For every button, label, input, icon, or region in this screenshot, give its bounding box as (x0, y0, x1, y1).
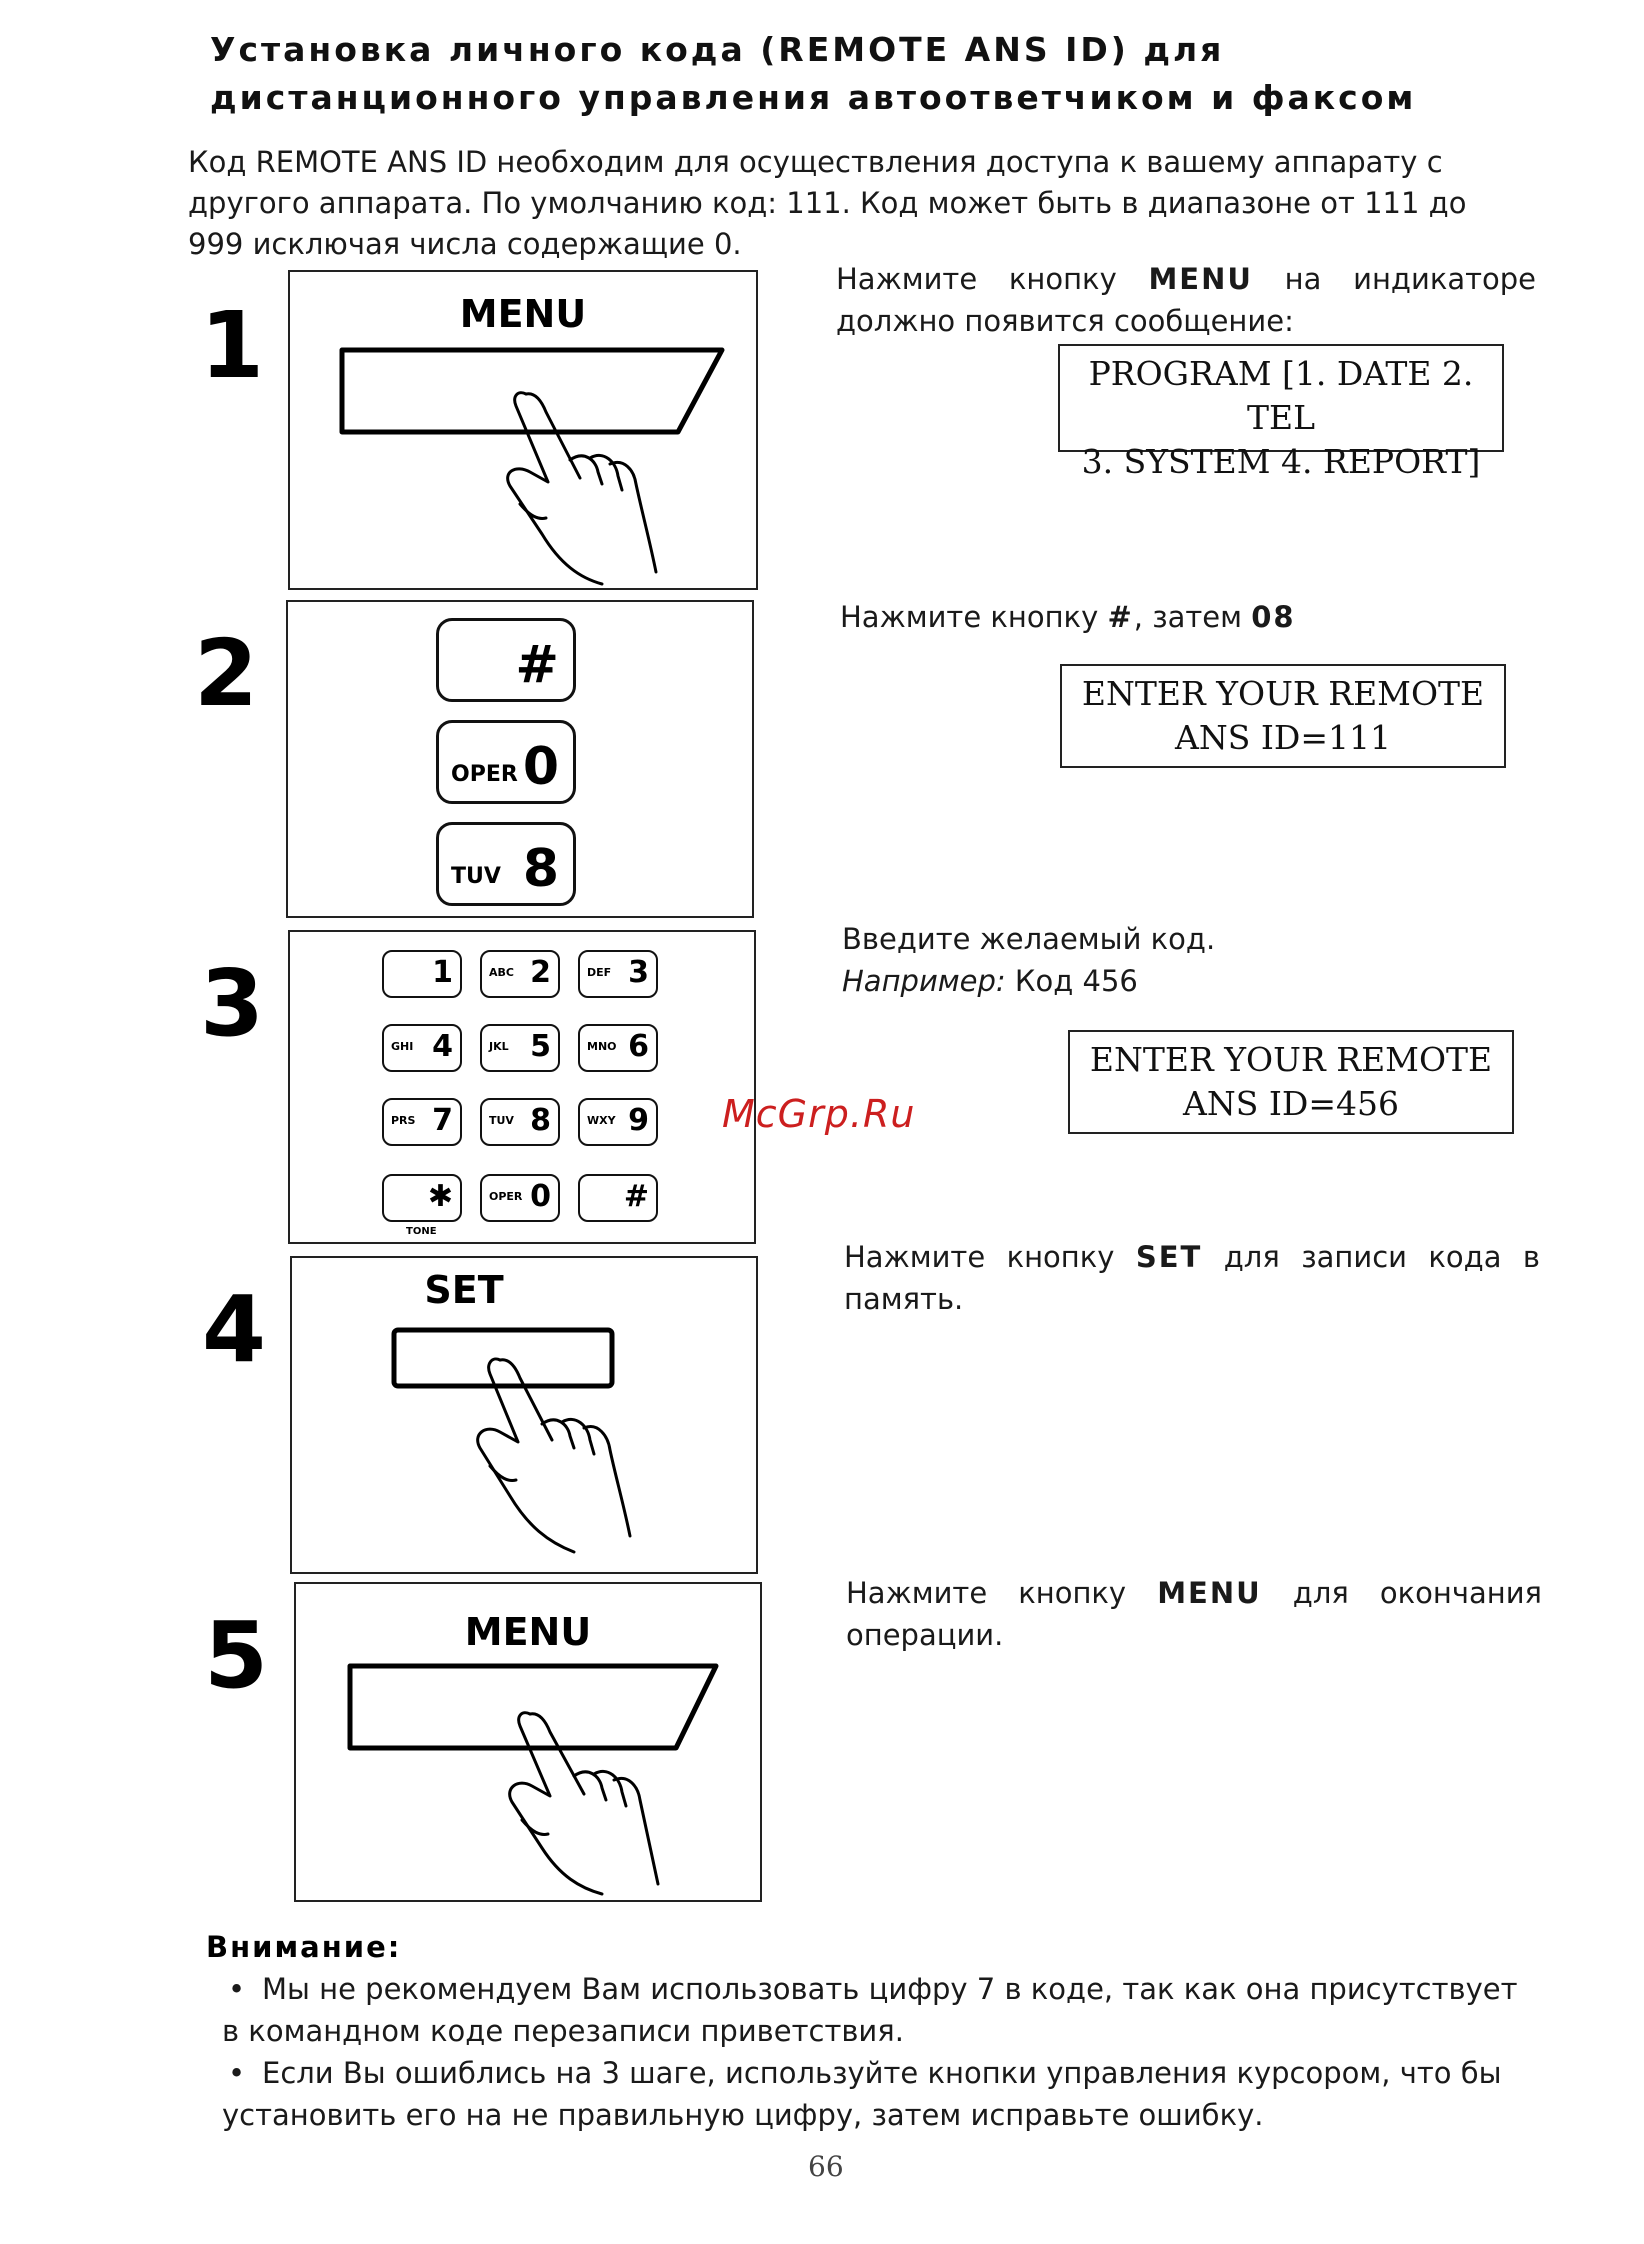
step-5-panel: MENU (294, 1582, 762, 1902)
menu-button-label: MENU (464, 1610, 592, 1654)
title-line-2: дистанционного управления автоответчиком… (210, 78, 1417, 117)
menu-button-press-illustration (347, 1663, 719, 1896)
keypad-key: WXY 9 (578, 1098, 658, 1146)
menu-keyword: MENU (1157, 1576, 1262, 1610)
keypad-key-letters: OPER (489, 1190, 523, 1203)
page-number: 66 (808, 2150, 844, 2183)
keypad-key-digit: 7 (432, 1103, 453, 1138)
display-line-2: 3. SYSTEM 4. REPORT] (1081, 442, 1481, 481)
tuv-8-key-letters: TUV (451, 864, 501, 889)
display-line-2: ANS ID=111 (1175, 718, 1391, 757)
pointing-hand-icon (476, 1357, 632, 1554)
keypad-key-letters: WXY (587, 1114, 616, 1127)
keypad-key-letters: TUV (489, 1114, 514, 1127)
display-line-1: ENTER YOUR REMOTE (1089, 1040, 1493, 1079)
site-watermark: McGrp.Ru (722, 1092, 916, 1136)
step-2-instruction: Нажмите кнопку #, затем 08 (840, 600, 1296, 634)
step-4-panel: SET (290, 1256, 758, 1574)
hash-key: # (436, 618, 576, 702)
hash-keyword: # (1107, 600, 1134, 634)
step-4-instruction: Нажмите кнопку SET для записи кода в пам… (844, 1240, 1540, 1316)
note-item-1: •Мы не рекомендуем Вам использовать цифр… (222, 1968, 1532, 2052)
intro-paragraph: Код REMOTE ANS ID необходим для осуществ… (188, 145, 1467, 261)
display-line-2: ANS ID=456 (1183, 1084, 1399, 1123)
keypad-key-digit: 1 (432, 955, 453, 990)
keypad-key-digit: 3 (628, 955, 649, 990)
page-title: Установка личного кода (REMOTE ANS ID) д… (210, 26, 1510, 122)
title-line-1: Установка личного кода (REMOTE ANS ID) д… (210, 30, 1225, 69)
code-08-keyword: 08 (1251, 600, 1296, 634)
set-keyword: SET (1135, 1240, 1203, 1274)
notes-list: •Мы не рекомендуем Вам использовать цифр… (222, 1968, 1532, 2136)
step-1-panel: MENU (288, 270, 758, 590)
keypad-key: TUV 8 (480, 1098, 560, 1146)
step-5-instruction: Нажмите кнопку MENU для окончания операц… (846, 1576, 1542, 1652)
keypad-key-digit: 4 (432, 1029, 453, 1064)
step-2-display: ENTER YOUR REMOTE ANS ID=111 (1060, 664, 1506, 768)
keypad-key: PRS 7 (382, 1098, 462, 1146)
set-button-press-illustration (391, 1327, 632, 1554)
keypad-key-letters: GHI (391, 1040, 414, 1053)
tuv-8-key-digit: 8 (522, 839, 559, 899)
keypad-key-digit: 8 (530, 1103, 551, 1138)
step-3-number: 3 (200, 950, 265, 1057)
keypad-key-letters: ABC (489, 966, 514, 979)
oper-0-key-letters: OPER (451, 762, 518, 787)
display-line-1: PROGRAM [1. DATE 2. TEL (1088, 354, 1474, 437)
display-line-1: ENTER YOUR REMOTE (1081, 674, 1485, 713)
keypad-key-digit: ✱ (427, 1179, 453, 1214)
step-1-display: PROGRAM [1. DATE 2. TEL 3. SYSTEM 4. REP… (1058, 344, 1504, 481)
keypad-key-letters: JKL (489, 1040, 509, 1053)
hash-key-symbol: # (515, 635, 559, 695)
keypad-key: ✱ (382, 1174, 462, 1222)
keypad-key-digit: 6 (628, 1029, 649, 1064)
menu-keyword: MENU (1148, 262, 1253, 296)
keypad-key: OPER 0 (480, 1174, 560, 1222)
bullet-icon: • (228, 2056, 246, 2090)
bullet-icon: • (228, 1972, 246, 2006)
keypad-key: DEF 3 (578, 950, 658, 998)
step-1-number: 1 (200, 292, 265, 399)
step-2-panel: # OPER 0 TUV 8 (286, 600, 754, 918)
notes-heading: Внимание: (206, 1930, 402, 1964)
note-item-2: •Если Вы ошиблись на 3 шаге, используйте… (222, 2052, 1532, 2136)
keypad-key: ABC 2 (480, 950, 560, 998)
step-3-display: ENTER YOUR REMOTE ANS ID=456 (1068, 1030, 1514, 1134)
set-button-label: SET (424, 1268, 504, 1312)
keypad-key-letters: DEF (587, 966, 612, 979)
keypad-key: 1 (382, 950, 462, 998)
menu-button-press-illustration (339, 347, 725, 586)
oper-0-key-digit: 0 (522, 737, 559, 797)
keypad-key-digit: 5 (530, 1029, 551, 1064)
step-3-instruction: Введите желаемый код. Например: Код 456 (842, 922, 1216, 998)
keypad-key: JKL 5 (480, 1024, 560, 1072)
keypad-key-digit: 2 (530, 955, 551, 990)
step-1-instruction: Нажмите кнопку MENU на индикаторе должно… (836, 262, 1536, 338)
step-2-number: 2 (194, 620, 259, 727)
pointing-hand-icon (506, 391, 658, 586)
keypad-key: MNO 6 (578, 1024, 658, 1072)
keypad-key-letters: PRS (391, 1114, 416, 1127)
tone-label: TONE (406, 1226, 437, 1237)
step-4-number: 4 (202, 1276, 267, 1383)
keypad-key: # (578, 1174, 658, 1222)
tuv-8-key: TUV 8 (436, 822, 576, 906)
keypad-key-letters: MNO (587, 1040, 617, 1053)
keypad-key-digit: 9 (628, 1103, 649, 1138)
menu-button-label: MENU (459, 292, 587, 336)
step-5-number: 5 (204, 1602, 269, 1709)
keypad-key-digit: # (623, 1179, 649, 1214)
example-label: Например: (842, 964, 1006, 998)
keypad-key: GHI 4 (382, 1024, 462, 1072)
pointing-hand-icon (508, 1711, 660, 1896)
keypad-key-digit: 0 (530, 1179, 551, 1214)
oper-0-key: OPER 0 (436, 720, 576, 804)
example-value: Код 456 (1005, 964, 1138, 998)
